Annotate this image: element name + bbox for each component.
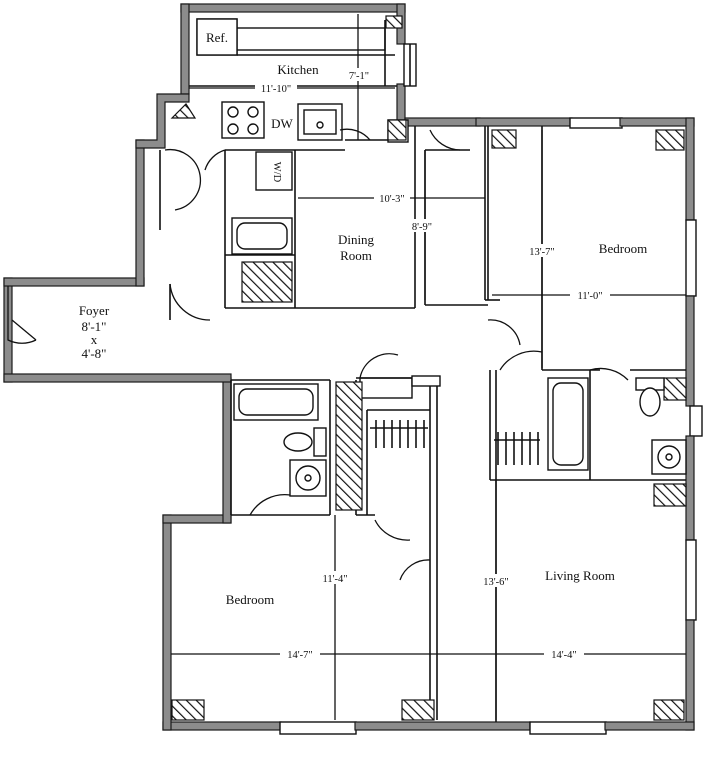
dim-living-depth: 13'-6" [483, 577, 508, 588]
dim-dining-depth: 8'-9" [412, 222, 432, 233]
labels: Ref. DW W/D Kitchen Dining Room Bedroom … [79, 18, 647, 661]
dim-bedroom-right-width: 11'-0" [577, 291, 602, 302]
room-label-dining-1: Dining [338, 232, 375, 247]
dim-kitchen-depth: 7'-1" [349, 71, 369, 82]
room-label-living: Living Room [545, 568, 615, 583]
toilet-left [283, 432, 313, 452]
dim-bedroom-right-depth: 13'-7" [529, 247, 554, 258]
washer-dryer [255, 151, 293, 191]
dim-dining-width: 10'-3" [379, 194, 404, 205]
dim-kitchen-width: 11'-10" [261, 84, 291, 95]
dim-bedroom-left-width: 14'-7" [287, 650, 312, 661]
dim-living-width: 14'-4" [551, 650, 576, 661]
toilet-right [639, 387, 661, 417]
room-label-foyer: Foyer [79, 303, 110, 318]
ref-label: Ref. [206, 30, 228, 45]
exterior-walls [3, 3, 703, 735]
stove [221, 101, 265, 139]
dw-label: DW [271, 116, 293, 131]
room-label-bedroom-left: Bedroom [226, 592, 274, 607]
doors [7, 128, 629, 581]
room-label-bedroom-right: Bedroom [599, 241, 647, 256]
room-label-dining-2: Room [340, 248, 372, 263]
foyer-dim-x: x [91, 332, 98, 347]
dim-bedroom-left-depth: 11'-4" [322, 574, 347, 585]
room-label-kitchen: Kitchen [277, 62, 319, 77]
foyer-dim-2: 4'-8" [82, 346, 107, 361]
hatched-areas [170, 15, 687, 721]
wd-label: W/D [271, 162, 282, 183]
closets [370, 420, 540, 465]
foyer-dim-1: 8'-1" [82, 319, 107, 334]
bath-fixtures [231, 217, 687, 497]
